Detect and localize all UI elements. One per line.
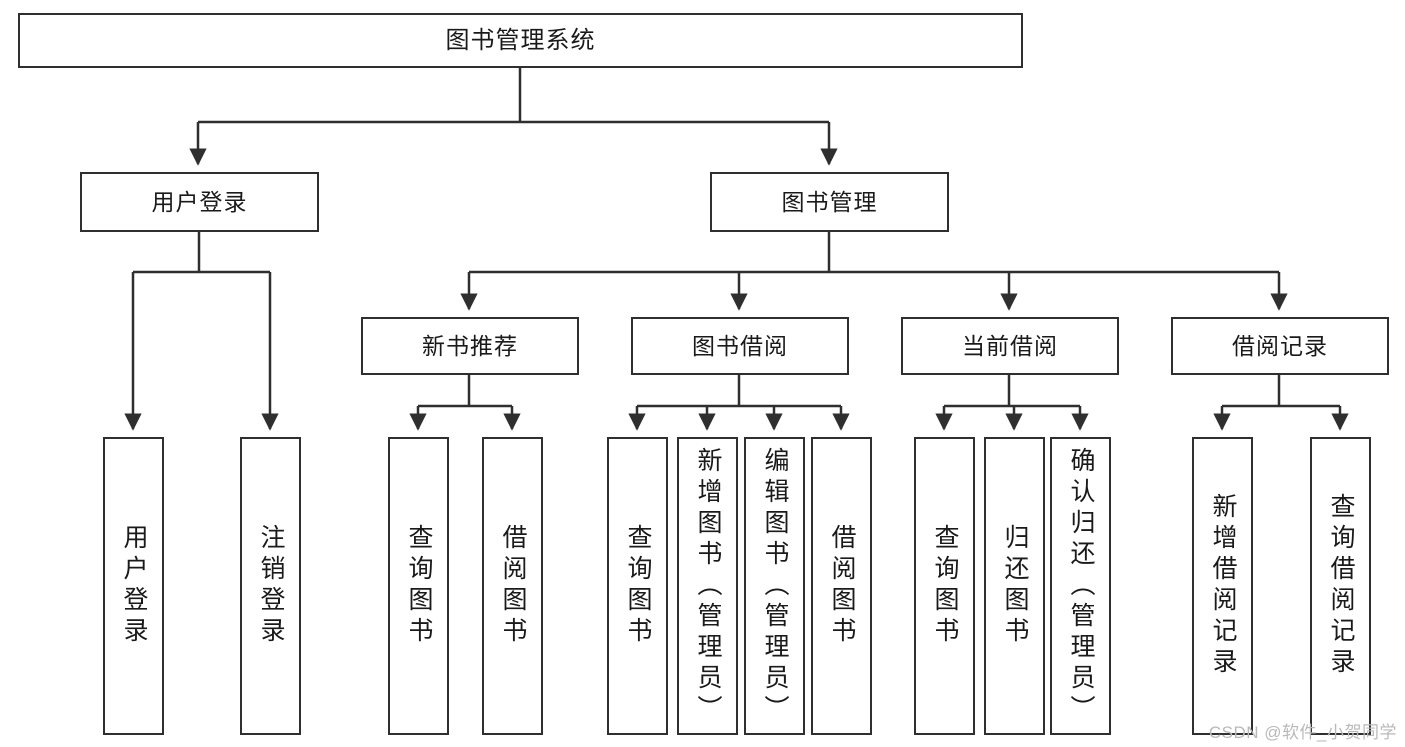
node-book-manage-label: 图书管理 [781, 188, 878, 215]
watermark-text: CSDN @软件_小贺同学 [1208, 723, 1397, 742]
leaf-return-book-label: 归还图书 [1001, 524, 1029, 648]
leaf-edit-book[interactable]: 编辑图书（管理员） [744, 437, 805, 735]
leaf-query-book-2-label: 查询图书 [624, 524, 652, 648]
leaf-query-record-label: 查询借阅记录 [1327, 493, 1355, 679]
leaf-user-logout-label: 注销登录 [257, 524, 285, 648]
leaf-user-login[interactable]: 用户登录 [103, 437, 164, 735]
leaf-query-book-1[interactable]: 查询图书 [388, 437, 449, 735]
leaf-query-record[interactable]: 查询借阅记录 [1310, 437, 1371, 735]
node-new-book-recommend-label: 新书推荐 [422, 332, 518, 359]
leaf-query-book-1-label: 查询图书 [405, 524, 433, 648]
leaf-borrow-book-2-label: 借阅图书 [828, 524, 856, 648]
leaf-edit-book-label: 编辑图书（管理员） [761, 446, 789, 726]
node-book-borrow[interactable]: 图书借阅 [631, 317, 849, 375]
node-root-label: 图书管理系统 [445, 26, 596, 54]
node-current-borrow-label: 当前借阅 [962, 332, 1058, 359]
node-borrow-record-label: 借阅记录 [1232, 332, 1328, 359]
node-current-borrow[interactable]: 当前借阅 [901, 317, 1119, 375]
leaf-add-book-label: 新增图书（管理员） [694, 446, 722, 726]
leaf-confirm-return-label: 确认归还（管理员） [1067, 446, 1095, 726]
leaf-add-book[interactable]: 新增图书（管理员） [677, 437, 738, 735]
leaf-borrow-book-1-label: 借阅图书 [499, 524, 527, 648]
leaf-add-record[interactable]: 新增借阅记录 [1192, 437, 1253, 735]
node-book-borrow-label: 图书借阅 [692, 332, 788, 359]
node-new-book-recommend[interactable]: 新书推荐 [361, 317, 579, 375]
node-borrow-record[interactable]: 借阅记录 [1171, 317, 1389, 375]
node-root[interactable]: 图书管理系统 [18, 13, 1023, 68]
node-user-login[interactable]: 用户登录 [80, 172, 319, 232]
node-user-login-label: 用户登录 [151, 188, 248, 215]
node-book-manage[interactable]: 图书管理 [710, 172, 949, 232]
leaf-borrow-book-2[interactable]: 借阅图书 [811, 437, 872, 735]
leaf-confirm-return[interactable]: 确认归还（管理员） [1050, 437, 1111, 735]
leaf-query-book-2[interactable]: 查询图书 [607, 437, 668, 735]
leaf-add-record-label: 新增借阅记录 [1209, 493, 1237, 679]
leaf-query-book-3-label: 查询图书 [931, 524, 959, 648]
leaf-return-book[interactable]: 归还图书 [984, 437, 1045, 735]
leaf-user-login-label: 用户登录 [120, 524, 148, 648]
leaf-query-book-3[interactable]: 查询图书 [914, 437, 975, 735]
leaf-borrow-book-1[interactable]: 借阅图书 [482, 437, 543, 735]
leaf-user-logout[interactable]: 注销登录 [240, 437, 301, 735]
